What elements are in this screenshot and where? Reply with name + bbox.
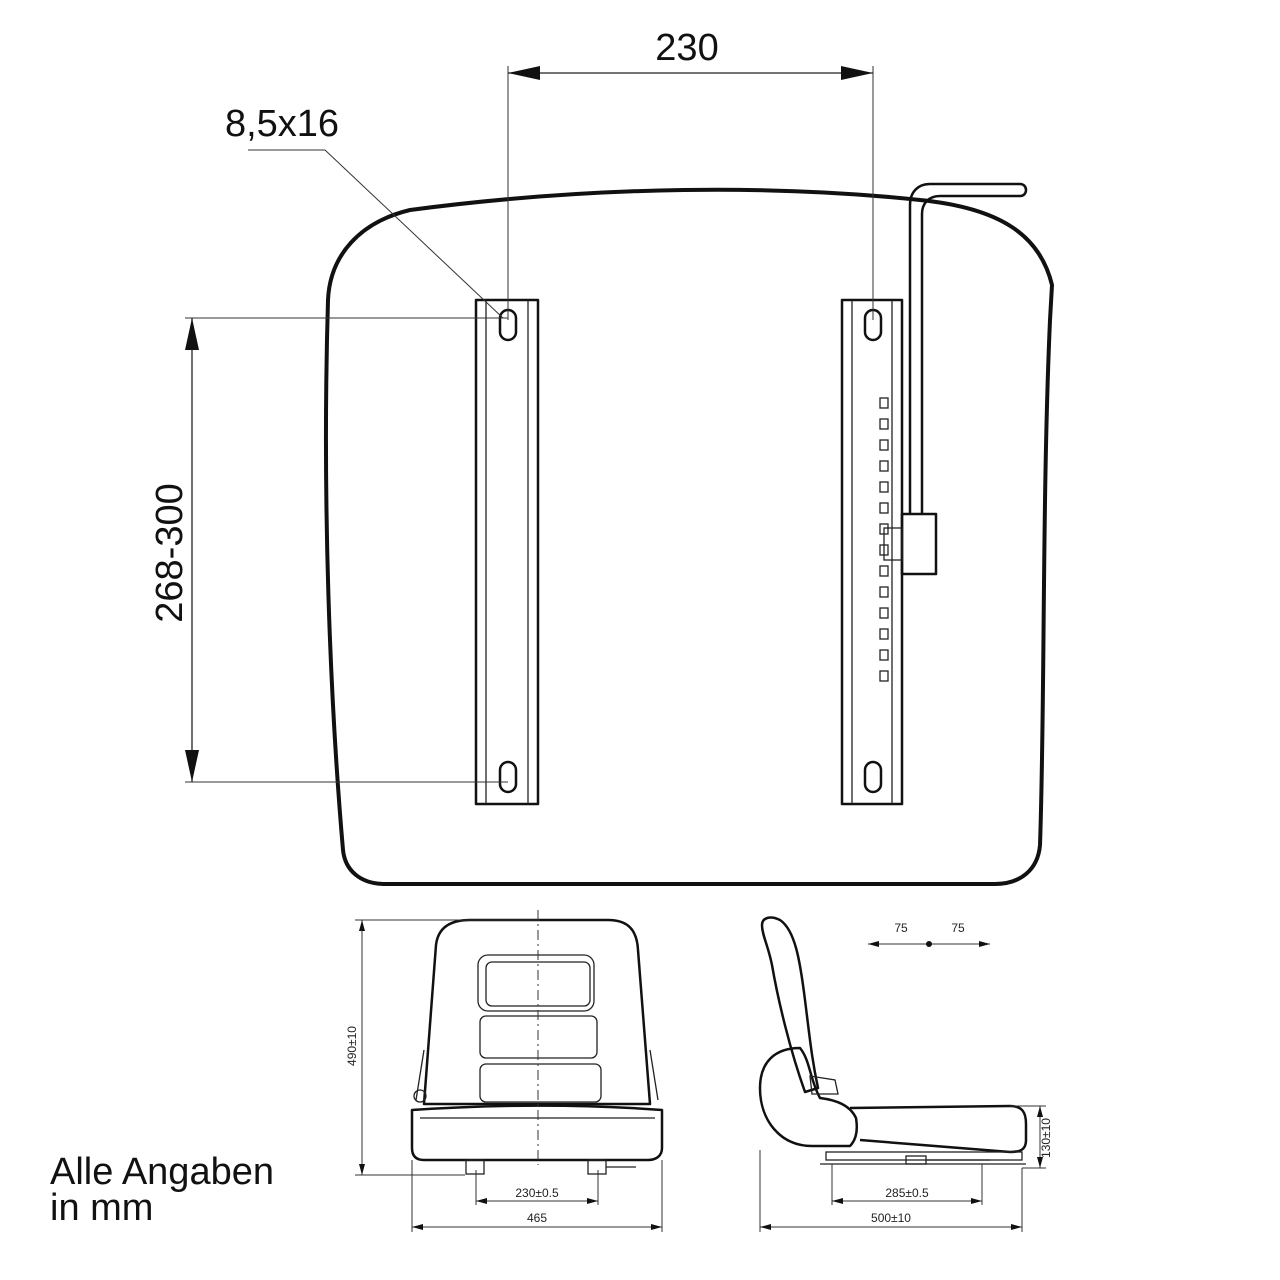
front-width-label: 465 — [527, 1211, 547, 1225]
slot-size-label: 8,5x16 — [225, 103, 339, 145]
ratchet-tooth — [879, 649, 889, 661]
ratchet-tooth — [879, 565, 889, 577]
ratchet-teeth — [879, 397, 889, 682]
slot-hole — [863, 760, 883, 794]
ratchet-tooth — [879, 397, 889, 409]
hole-spacing-label: 268-300 — [149, 483, 191, 622]
units-note-line2: in mm — [50, 1187, 154, 1229]
slot-hole — [498, 760, 518, 794]
dimension-rail-spacing: 230 — [507, 27, 874, 320]
ratchet-tooth — [879, 586, 889, 598]
backrest — [422, 918, 652, 1106]
ratchet-tooth — [879, 439, 889, 451]
side-seat-cushion — [849, 1104, 1028, 1154]
seat-cushion — [410, 1104, 664, 1162]
adjustment-lever — [883, 182, 1028, 576]
ratchet-tooth — [879, 418, 889, 430]
right-rail — [840, 298, 904, 806]
side-adjust-right-label: 75 — [951, 921, 965, 935]
dimension-hole-spacing: 268-300 — [149, 317, 508, 783]
side-adjust-left-label: 75 — [894, 921, 908, 935]
side-backrest — [760, 916, 820, 1094]
side-rail-spacing-label: 285±0.5 — [885, 1186, 929, 1200]
left-rail — [474, 298, 540, 806]
ratchet-tooth — [879, 502, 889, 514]
dimension-slot-size: 8,5x16 — [225, 103, 504, 319]
ratchet-tooth — [879, 607, 889, 619]
side-view: 75 75 130±10 285±0.5 500±10 — [758, 916, 1053, 1232]
units-note-line1: Alle Angaben — [50, 1151, 274, 1193]
top-view: 230 8,5x16 268-300 — [149, 27, 1054, 886]
side-seat-base — [758, 1046, 858, 1148]
units-note: Alle Angaben in mm — [50, 1151, 274, 1229]
rail-spacing-label: 230 — [655, 27, 718, 69]
ratchet-tooth — [879, 628, 889, 640]
ratchet-tooth — [879, 460, 889, 472]
side-base-height-label: 130±10 — [1039, 1118, 1053, 1158]
ratchet-tooth — [879, 481, 889, 493]
front-height-label: 490±10 — [345, 1026, 359, 1066]
seat-outline — [323, 187, 1054, 886]
front-view: 490±10 230±0.5 465 — [345, 910, 664, 1232]
side-depth-label: 500±10 — [871, 1211, 911, 1225]
ratchet-tooth — [879, 670, 889, 682]
front-mount-spacing-label: 230±0.5 — [515, 1186, 559, 1200]
